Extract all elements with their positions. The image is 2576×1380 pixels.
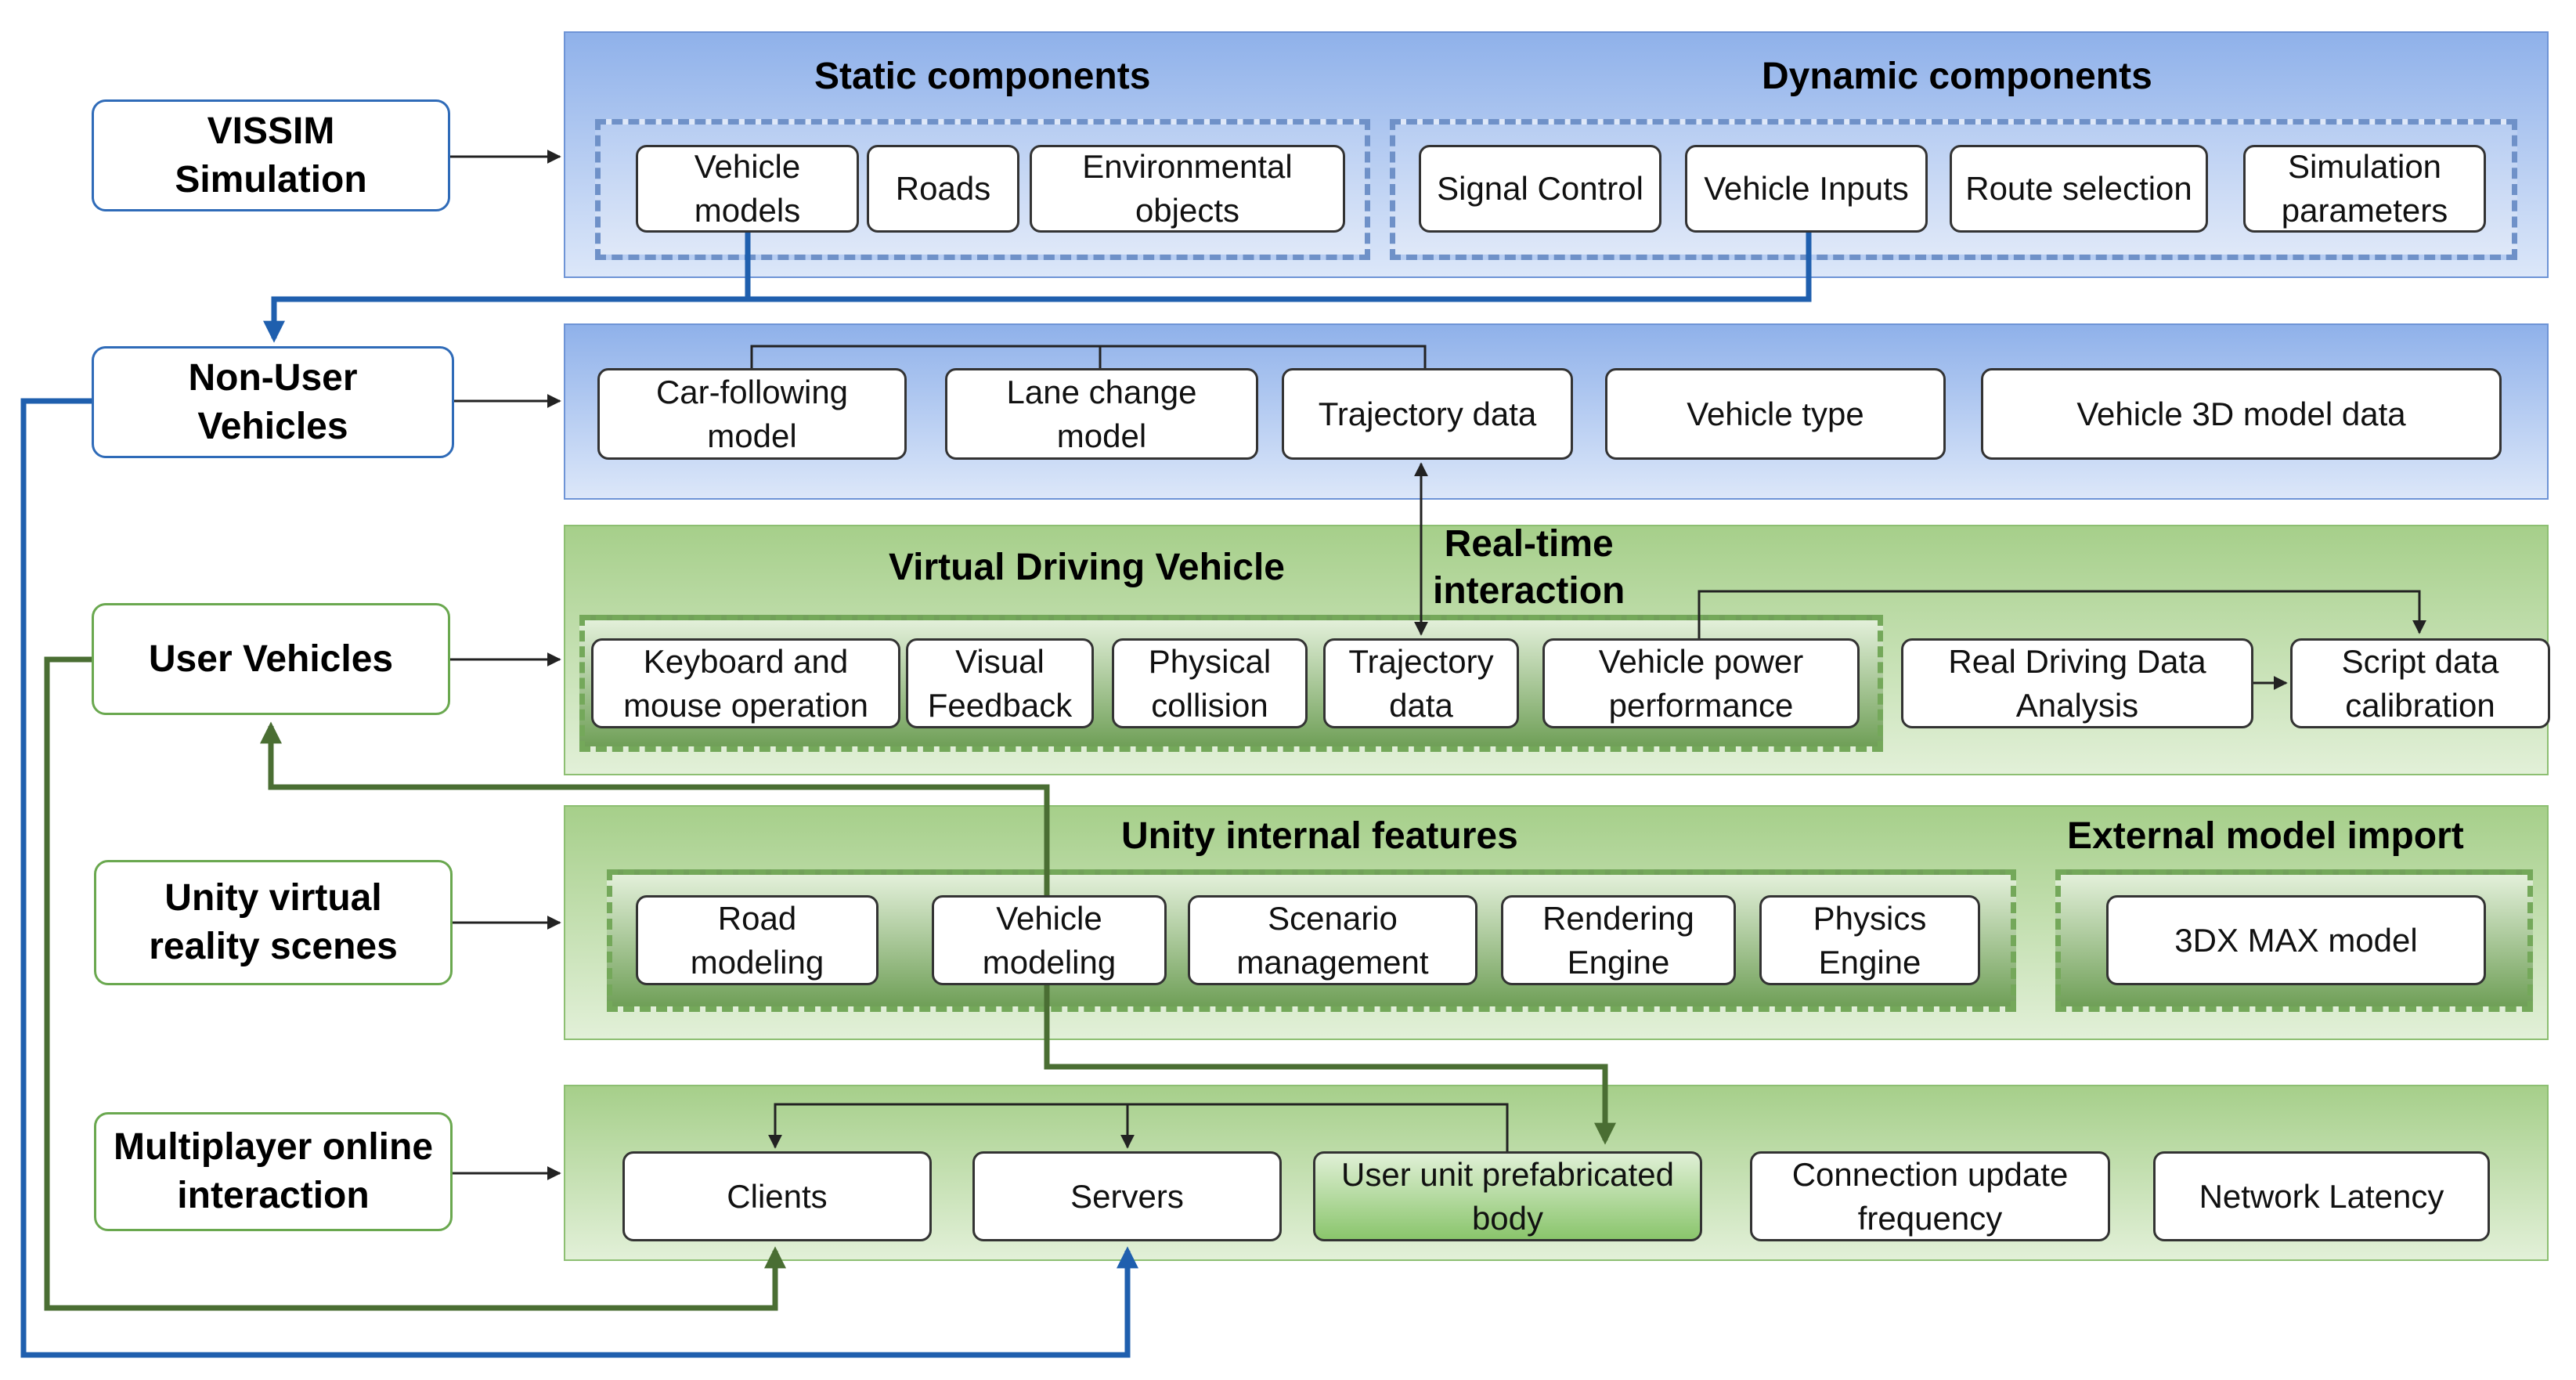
vehicle-modeling-box: Vehicle modeling (932, 895, 1167, 985)
static-components-title: Static components (814, 56, 1151, 97)
user-to-clients-line (44, 656, 786, 1311)
trajectory-data-vehicle-box: Trajectory data (1323, 638, 1519, 728)
lane-change-model-box: Lane change model (945, 368, 1258, 460)
dynamic-components-title: Dynamic components (1762, 56, 2152, 97)
keyboard-mouse-box: Keyboard and mouse operation (591, 638, 900, 728)
nonuser-to-servers-line (20, 398, 1138, 1358)
vehicle-models-feed-line (263, 233, 751, 343)
physical-collision-box: Physical collision (1112, 638, 1308, 728)
real-driving-data-analysis-box: Real Driving Data Analysis (1901, 638, 2253, 728)
vehicle-models-box: Vehicle models (636, 145, 859, 233)
signal-control-box: Signal Control (1419, 145, 1661, 233)
vehicle-3d-model-data-box: Vehicle 3D model data (1981, 368, 2502, 460)
servers-box: Servers (972, 1151, 1282, 1241)
network-latency-box: Network Latency (2153, 1151, 2490, 1241)
3dx-max-model-box: 3DX MAX model (2106, 895, 2486, 985)
visual-feedback-box: Visual Feedback (906, 638, 1094, 728)
scenario-management-box: Scenario management (1188, 895, 1477, 985)
script-data-calibration-box: Script data calibration (2290, 638, 2550, 728)
unity-vr-scenes-label: Unity virtual reality scenes (94, 860, 453, 985)
environmental-objects-box: Environmental objects (1030, 145, 1345, 233)
user-unit-prefab-box: User unit prefabricated body (1313, 1151, 1702, 1241)
clients-box: Clients (622, 1151, 932, 1241)
car-following-model-box: Car-following model (597, 368, 907, 460)
vehicle-power-performance-box: Vehicle power performance (1542, 638, 1860, 728)
vehicle-inputs-feed-line (748, 233, 1812, 302)
simulation-parameters-box: Simulation parameters (2243, 145, 2486, 233)
physics-engine-box: Physics Engine (1759, 895, 1980, 985)
prefab-to-clients-servers-line (774, 1103, 1509, 1151)
virtual-driving-title: Virtual Driving Vehicle (889, 547, 1285, 588)
user-vehicles-label: User Vehicles (92, 603, 450, 715)
non-user-vehicles-label: Non-User Vehicles (92, 346, 454, 458)
trajectory-data-box: Trajectory data (1282, 368, 1573, 460)
realtime-interaction-label: Real-time interaction (1433, 523, 1625, 612)
roads-box: Roads (867, 145, 1019, 233)
models-bracket-line (750, 345, 1427, 368)
power-to-calibration-line (1697, 590, 2426, 638)
external-import-title: External model import (2067, 815, 2464, 857)
multiplayer-interaction-label: Multiplayer online interaction (94, 1112, 453, 1231)
unity-internal-title: Unity internal features (1121, 815, 1518, 857)
vehicle-type-box: Vehicle type (1605, 368, 1946, 460)
vehicle-inputs-box: Vehicle Inputs (1685, 145, 1928, 233)
road-modeling-box: Road modeling (636, 895, 879, 985)
connection-update-frequency-box: Connection update frequency (1750, 1151, 2110, 1241)
rendering-engine-box: Rendering Engine (1501, 895, 1736, 985)
vissim-simulation-label: VISSIM Simulation (92, 99, 450, 211)
vehicle-modeling-to-prefab-line (1044, 985, 1616, 1145)
route-selection-box: Route selection (1950, 145, 2208, 233)
vehicle-modeling-to-user-line (260, 721, 1050, 895)
